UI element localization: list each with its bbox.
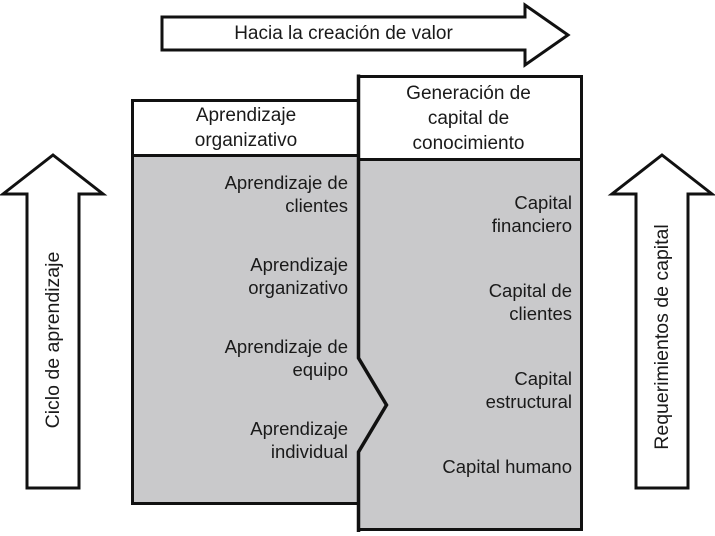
list-item: Aprendizaje de clientes — [224, 172, 348, 216]
learning-cycle-arrow — [0, 153, 108, 490]
knowledge-capital-box: Generación de capital de conocimiento Ca… — [357, 75, 583, 531]
right-arrow-label: Requerimientos de capital — [650, 224, 673, 450]
list-item: Aprendizaje individual — [250, 418, 348, 462]
list-item: Capital estructural — [485, 368, 572, 412]
list-item: Capital financiero — [491, 192, 572, 236]
list-item: Capital de clientes — [488, 280, 572, 324]
zigzag-line — [356, 74, 389, 532]
up-arrow-shape — [607, 153, 715, 490]
list-item: Capital humano — [442, 456, 572, 477]
top-arrow-label: Hacia la creación de valor — [234, 22, 453, 44]
left-box-body: Aprendizaje de clientes Aprendizaje orga… — [134, 157, 358, 463]
value-creation-arrow — [160, 2, 571, 68]
right-arrow-shape — [160, 2, 571, 68]
list-item: Aprendizaje organizativo — [248, 254, 348, 298]
capital-requirements-arrow — [607, 153, 715, 490]
list-item: Aprendizaje de equipo — [224, 336, 348, 380]
right-box-body: Capital financiero Capital de clientes C… — [357, 161, 580, 478]
zigzag-divider — [356, 74, 389, 532]
left-arrow-label: Ciclo de aprendizaje — [41, 251, 64, 429]
left-box-title: Aprendizaje organizativo — [134, 102, 358, 157]
up-arrow-shape — [0, 153, 108, 490]
organizational-learning-box: Aprendizaje organizativo Aprendizaje de … — [131, 99, 358, 505]
right-box-title: Generación de capital de conocimiento — [357, 78, 580, 161]
